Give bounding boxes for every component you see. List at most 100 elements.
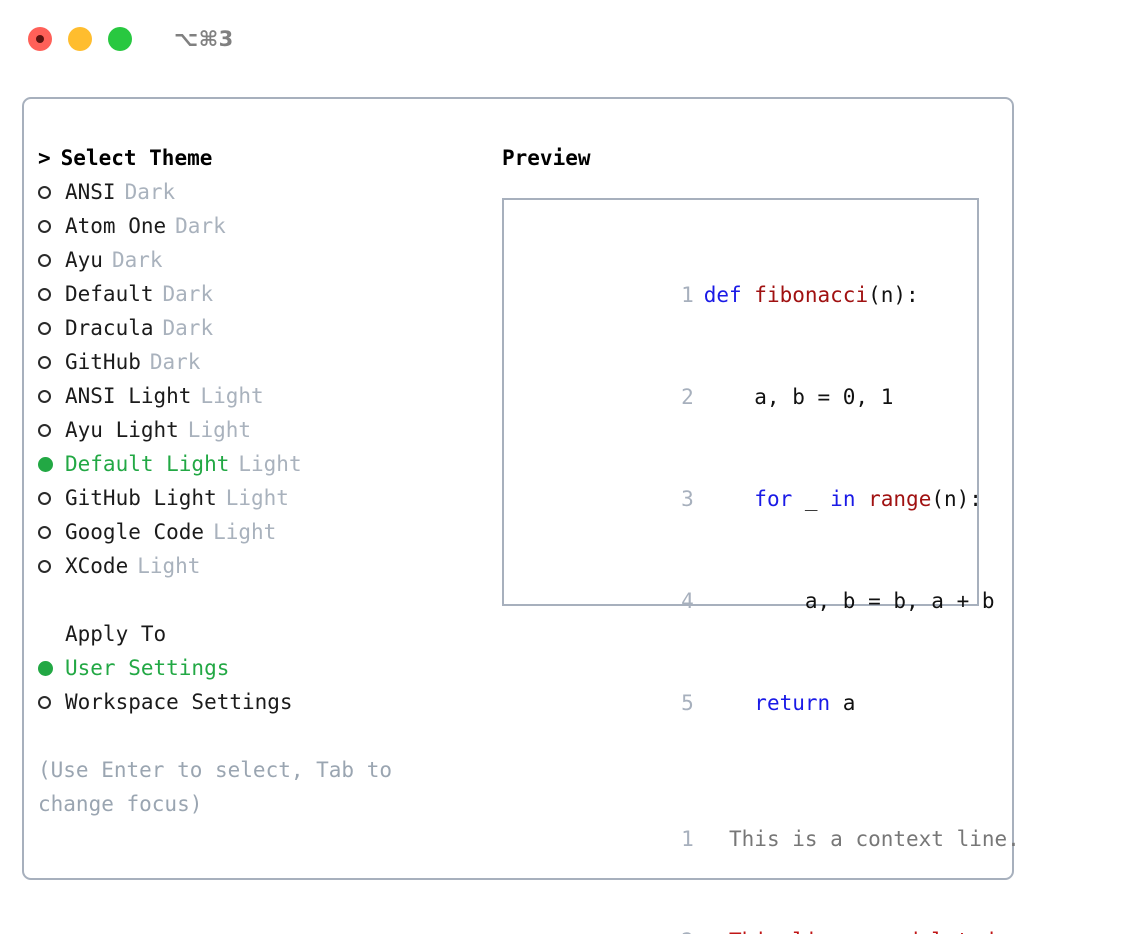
diff-prefix: -: [704, 929, 729, 934]
theme-option-tag: Dark: [149, 350, 201, 374]
code-line: 3 for _ in range(n):: [522, 448, 982, 550]
theme-option-label: Default: [65, 282, 154, 306]
theme-option-label: Ayu: [65, 248, 103, 272]
apply-to-option-user-settings[interactable]: User Settings: [38, 651, 488, 685]
code-token-plain: a, b = 0, 1: [703, 385, 894, 409]
theme-option-tag: Light: [137, 554, 201, 578]
theme-option-tag: Light: [238, 452, 302, 476]
prompt-caret-icon: >: [38, 146, 51, 170]
code-token-plain: [855, 487, 868, 511]
theme-option-default-light[interactable]: Default Light Light: [38, 447, 488, 481]
select-theme-title: Select Theme: [60, 146, 213, 170]
apply-to-option-label: User Settings: [65, 656, 230, 680]
theme-option-github-light[interactable]: GitHub Light Light: [38, 481, 488, 515]
theme-option-tag: Light: [213, 520, 277, 544]
theme-option-ayu-dark[interactable]: Ayu Dark: [38, 243, 488, 277]
keyboard-hint-text: (Use Enter to select, Tab to change focu…: [38, 758, 405, 816]
theme-option-google-code[interactable]: Google Code Light: [38, 515, 488, 549]
diff-prefix: [704, 827, 729, 851]
code-token-function: fibonacci: [754, 283, 869, 307]
code-token-keyword: in: [830, 487, 856, 511]
theme-option-tag: Light: [200, 384, 264, 408]
theme-option-label: Google Code: [65, 520, 205, 544]
code-token-plain: _: [792, 487, 831, 511]
apply-to-heading: Apply To: [65, 622, 167, 646]
line-number: 5: [681, 691, 694, 715]
preview-heading: Preview: [502, 146, 591, 170]
theme-option-tag: Dark: [111, 248, 163, 272]
line-number: 2: [681, 385, 694, 409]
radio-unselected-icon[interactable]: [38, 219, 65, 233]
theme-option-label: Ayu Light: [65, 418, 179, 442]
line-number: 1: [681, 827, 694, 851]
radio-unselected-icon[interactable]: [38, 695, 65, 709]
theme-option-label: ANSI: [65, 180, 116, 204]
apply-to-option-workspace-settings[interactable]: Workspace Settings: [38, 685, 488, 719]
close-button[interactable]: [28, 27, 52, 51]
radio-unselected-icon[interactable]: [38, 525, 65, 539]
theme-option-ansi-light[interactable]: ANSI Light Light: [38, 379, 488, 413]
theme-option-ayu-light[interactable]: Ayu Light Light: [38, 413, 488, 447]
theme-option-xcode[interactable]: XCode Light: [38, 549, 488, 583]
radio-unselected-icon[interactable]: [38, 559, 65, 573]
radio-selected-icon[interactable]: [38, 456, 65, 472]
theme-option-github-dark[interactable]: GitHub Dark: [38, 345, 488, 379]
theme-option-label: Dracula: [65, 316, 154, 340]
line-number: 1: [681, 283, 694, 307]
hint-spacer: [38, 719, 488, 753]
section-spacer: [38, 583, 488, 617]
minimize-button[interactable]: [68, 27, 92, 51]
code-line: 1 def fibonacci(n):: [522, 244, 977, 346]
title-bar: ⌥⌘3: [0, 0, 1140, 78]
radio-unselected-icon[interactable]: [38, 355, 65, 369]
diff-line-context: 1 This is a context line.: [522, 788, 1020, 890]
theme-option-tag: Dark: [124, 180, 176, 204]
theme-option-label: GitHub: [65, 350, 141, 374]
code-token-plain: (n):: [868, 283, 919, 307]
line-number: 4: [681, 589, 694, 613]
apply-to-option-label: Workspace Settings: [65, 690, 293, 714]
code-token-function: range: [868, 487, 932, 511]
theme-option-label: Default Light: [65, 452, 230, 476]
radio-unselected-icon[interactable]: [38, 389, 65, 403]
code-token-keyword: def: [703, 283, 755, 307]
code-line: 2 a, b = 0, 1: [522, 346, 977, 448]
radio-unselected-icon[interactable]: [38, 253, 65, 267]
theme-option-tag: Light: [187, 418, 252, 442]
maximize-button[interactable]: [108, 27, 132, 51]
radio-unselected-icon[interactable]: [38, 423, 65, 437]
line-number: 3: [681, 487, 694, 511]
diff-text: This is a context line.: [729, 827, 1020, 851]
radio-unselected-icon[interactable]: [38, 321, 65, 335]
diff-text: This line was deleted.: [729, 929, 1007, 934]
code-token-plain: (n):: [931, 487, 982, 511]
theme-option-tag: Dark: [175, 214, 226, 238]
theme-option-ansi-dark[interactable]: ANSI Dark: [38, 175, 488, 209]
window-controls: [28, 27, 132, 51]
select-theme-heading: > Select Theme: [38, 141, 488, 175]
radio-selected-icon[interactable]: [38, 660, 65, 676]
main-panel: > Select Theme ANSI Dark Atom One Dark A…: [22, 97, 1020, 934]
theme-option-tag: Dark: [162, 282, 214, 306]
theme-option-label: XCode: [65, 554, 129, 578]
code-token-plain: a, b = b, a + b: [703, 589, 995, 613]
code-token-keyword: return: [754, 691, 831, 715]
close-icon: [36, 35, 44, 43]
theme-picker-column: > Select Theme ANSI Dark Atom One Dark A…: [38, 141, 488, 821]
code-token-plain: [704, 691, 755, 715]
theme-option-label: Atom One: [65, 214, 167, 238]
theme-option-tag: Light: [225, 486, 289, 510]
theme-option-default-dark[interactable]: Default Dark: [38, 277, 488, 311]
theme-option-dracula-dark[interactable]: Dracula Dark: [38, 311, 488, 345]
theme-option-atom-one-dark[interactable]: Atom One Dark: [38, 209, 488, 243]
radio-unselected-icon[interactable]: [38, 185, 65, 199]
code-token-plain: a: [830, 691, 856, 715]
theme-option-label: GitHub Light: [65, 486, 217, 510]
line-number: 2: [674, 924, 694, 934]
keyboard-shortcut-label: ⌥⌘3: [174, 27, 234, 51]
radio-unselected-icon[interactable]: [38, 287, 65, 301]
radio-unselected-icon[interactable]: [38, 491, 65, 505]
